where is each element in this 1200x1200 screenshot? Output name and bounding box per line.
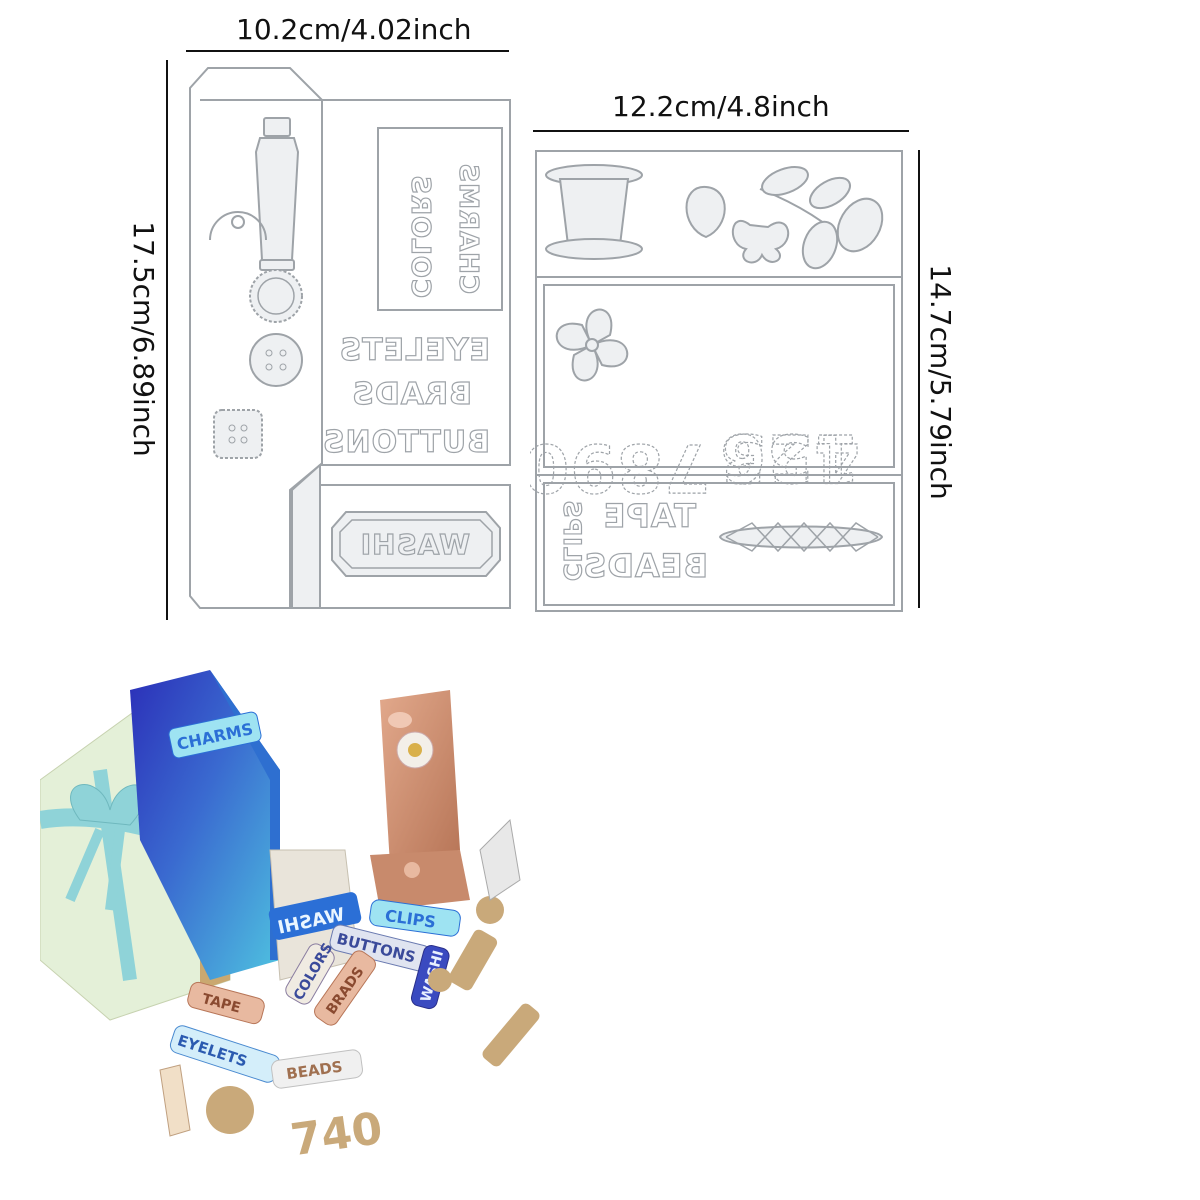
right-die-text: 123 456 7890 CLIPS TAPE BEADS	[530, 418, 861, 585]
die-word-eyelets: EYELETS	[339, 333, 490, 368]
top-width-label: 10.2cm/4.02inch	[236, 13, 472, 46]
left-height-label: 17.5cm/6.89inch	[127, 221, 160, 457]
spool-die	[545, 164, 643, 260]
right-height-line	[918, 150, 920, 608]
left-height-line	[166, 60, 168, 620]
product-photo: WASHI CHARMS CLIPS BUTTONS COLORS BRADS …	[40, 670, 540, 1160]
paint-tube-die	[254, 117, 300, 271]
charms-colors-frame	[377, 127, 503, 311]
top-width-line	[186, 50, 509, 52]
die-word-washi: WASHI	[360, 528, 470, 561]
butterfly-die	[732, 219, 790, 264]
photo-numbers: 740	[288, 1103, 386, 1160]
die-number-row-bottom: 7890	[530, 429, 710, 506]
right-die	[535, 150, 903, 612]
right-width-label: 12.2cm/4.8inch	[612, 90, 830, 123]
pinwheel-flower-die	[555, 308, 629, 382]
lattice-strip-die	[718, 521, 884, 553]
right-width-line	[533, 130, 909, 132]
kraft-pieces: 740	[159, 818, 540, 1160]
square-button-die	[213, 409, 263, 459]
die-number-row-top: 123	[719, 419, 860, 496]
die-word-tape: TAPE	[603, 497, 696, 535]
right-height-label: 14.7cm/5.79inch	[924, 264, 957, 500]
branch-die	[759, 166, 884, 270]
left-die	[189, 67, 511, 609]
die-word-charms: CHARMS	[453, 162, 483, 294]
washi-label-die	[331, 511, 501, 577]
die-word-colors: COLORS	[405, 174, 435, 298]
die-word-clips: CLIPS	[558, 499, 586, 581]
die-word-beads: BEADS	[582, 547, 708, 585]
die-word-buttons: BUTTONS	[322, 425, 490, 460]
leaf-die	[685, 185, 726, 239]
die-number-row-mid: 456	[719, 419, 860, 496]
left-die-words: COLORS CHARMS EYELETS BRADS BUTTONS WASH…	[321, 162, 490, 562]
copper-box	[370, 690, 470, 910]
die-word-brads: BRADS	[351, 377, 472, 412]
round-button-die	[249, 333, 303, 387]
